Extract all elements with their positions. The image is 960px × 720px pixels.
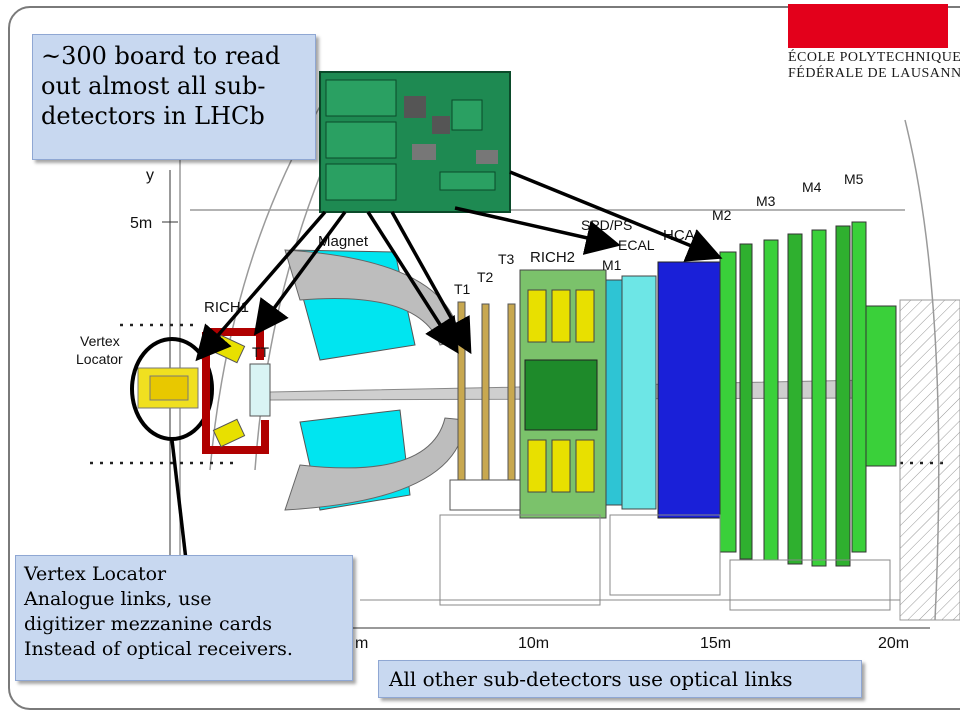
- calorimeters: M1 SPD/PS ECAL HCAL: [581, 217, 721, 519]
- vertex-callout-line4: Instead of optical receivers.: [24, 638, 293, 660]
- x-axis: m 10m 15m 20m: [350, 627, 930, 652]
- x-tick-5m-fragment: m: [355, 635, 368, 652]
- x-tick-10m: 10m: [518, 635, 549, 652]
- t2-label: T2: [477, 269, 494, 285]
- epfl-logo-text: ÉCOLE POLYTECHNIQUE FÉDÉRALE DE LAUSANNE: [788, 50, 960, 82]
- boards-callout: ~300 board to read out almost all sub- d…: [32, 34, 316, 160]
- rich2-label: RICH2: [530, 249, 575, 266]
- readout-board-image: [319, 71, 511, 213]
- shielding-wall: [899, 299, 960, 621]
- x-tick-15m: 15m: [700, 635, 731, 652]
- y-tick-5m: 5m: [130, 215, 152, 232]
- boards-callout-line3: detectors in LHCb: [41, 102, 265, 130]
- m5-label: M5: [844, 171, 864, 187]
- rich2: RICH2: [519, 249, 607, 519]
- magnet-label: Magnet: [318, 233, 369, 250]
- t1-label: T1: [454, 281, 471, 297]
- m4-label: M4: [802, 179, 822, 195]
- ecal-label: ECAL: [618, 237, 655, 253]
- epfl-logo: ÉCOLE POLYTECHNIQUE FÉDÉRALE DE LAUSANNE: [788, 4, 960, 84]
- x-tick-20m: 20m: [878, 635, 909, 652]
- logo-line-2: FÉDÉRALE DE LAUSANNE: [788, 66, 960, 81]
- m2-label: M2: [712, 207, 732, 223]
- vertex-label-line2: Locator: [76, 351, 123, 367]
- logo-line-1: ÉCOLE POLYTECHNIQUE: [788, 50, 960, 65]
- boards-callout-line2: out almost all sub-: [41, 72, 266, 100]
- tt-label: TT: [252, 344, 270, 360]
- vertex-callout-line2: Analogue links, use: [24, 588, 212, 610]
- t3-label: T3: [498, 251, 515, 267]
- support-structure: [360, 514, 900, 611]
- vertex-callout-line1: Vertex Locator: [24, 563, 167, 585]
- optical-links-callout: All other sub-detectors use optical link…: [378, 660, 862, 698]
- y-axis-label: y: [146, 167, 154, 184]
- epfl-logo-mark: [788, 4, 948, 48]
- muon-stations: M2 M3 M4 M5: [712, 171, 897, 567]
- slide-frame: [8, 6, 960, 710]
- vertex-label-line1: Vertex: [80, 333, 120, 349]
- vertex-callout-line3: digitizer mezzanine cards: [24, 613, 272, 635]
- magnet: Magnet: [284, 233, 466, 511]
- tt-station: TT: [249, 344, 271, 417]
- tracking-stations: T1 T2 T3: [449, 251, 521, 511]
- m1-label: M1: [602, 257, 622, 273]
- vertex-locator: Vertex Locator: [76, 333, 214, 441]
- boards-callout-line1: ~300 board to read: [41, 42, 281, 70]
- vertex-locator-callout: Vertex Locator Analogue links, use digit…: [15, 555, 353, 681]
- m3-label: M3: [756, 193, 776, 209]
